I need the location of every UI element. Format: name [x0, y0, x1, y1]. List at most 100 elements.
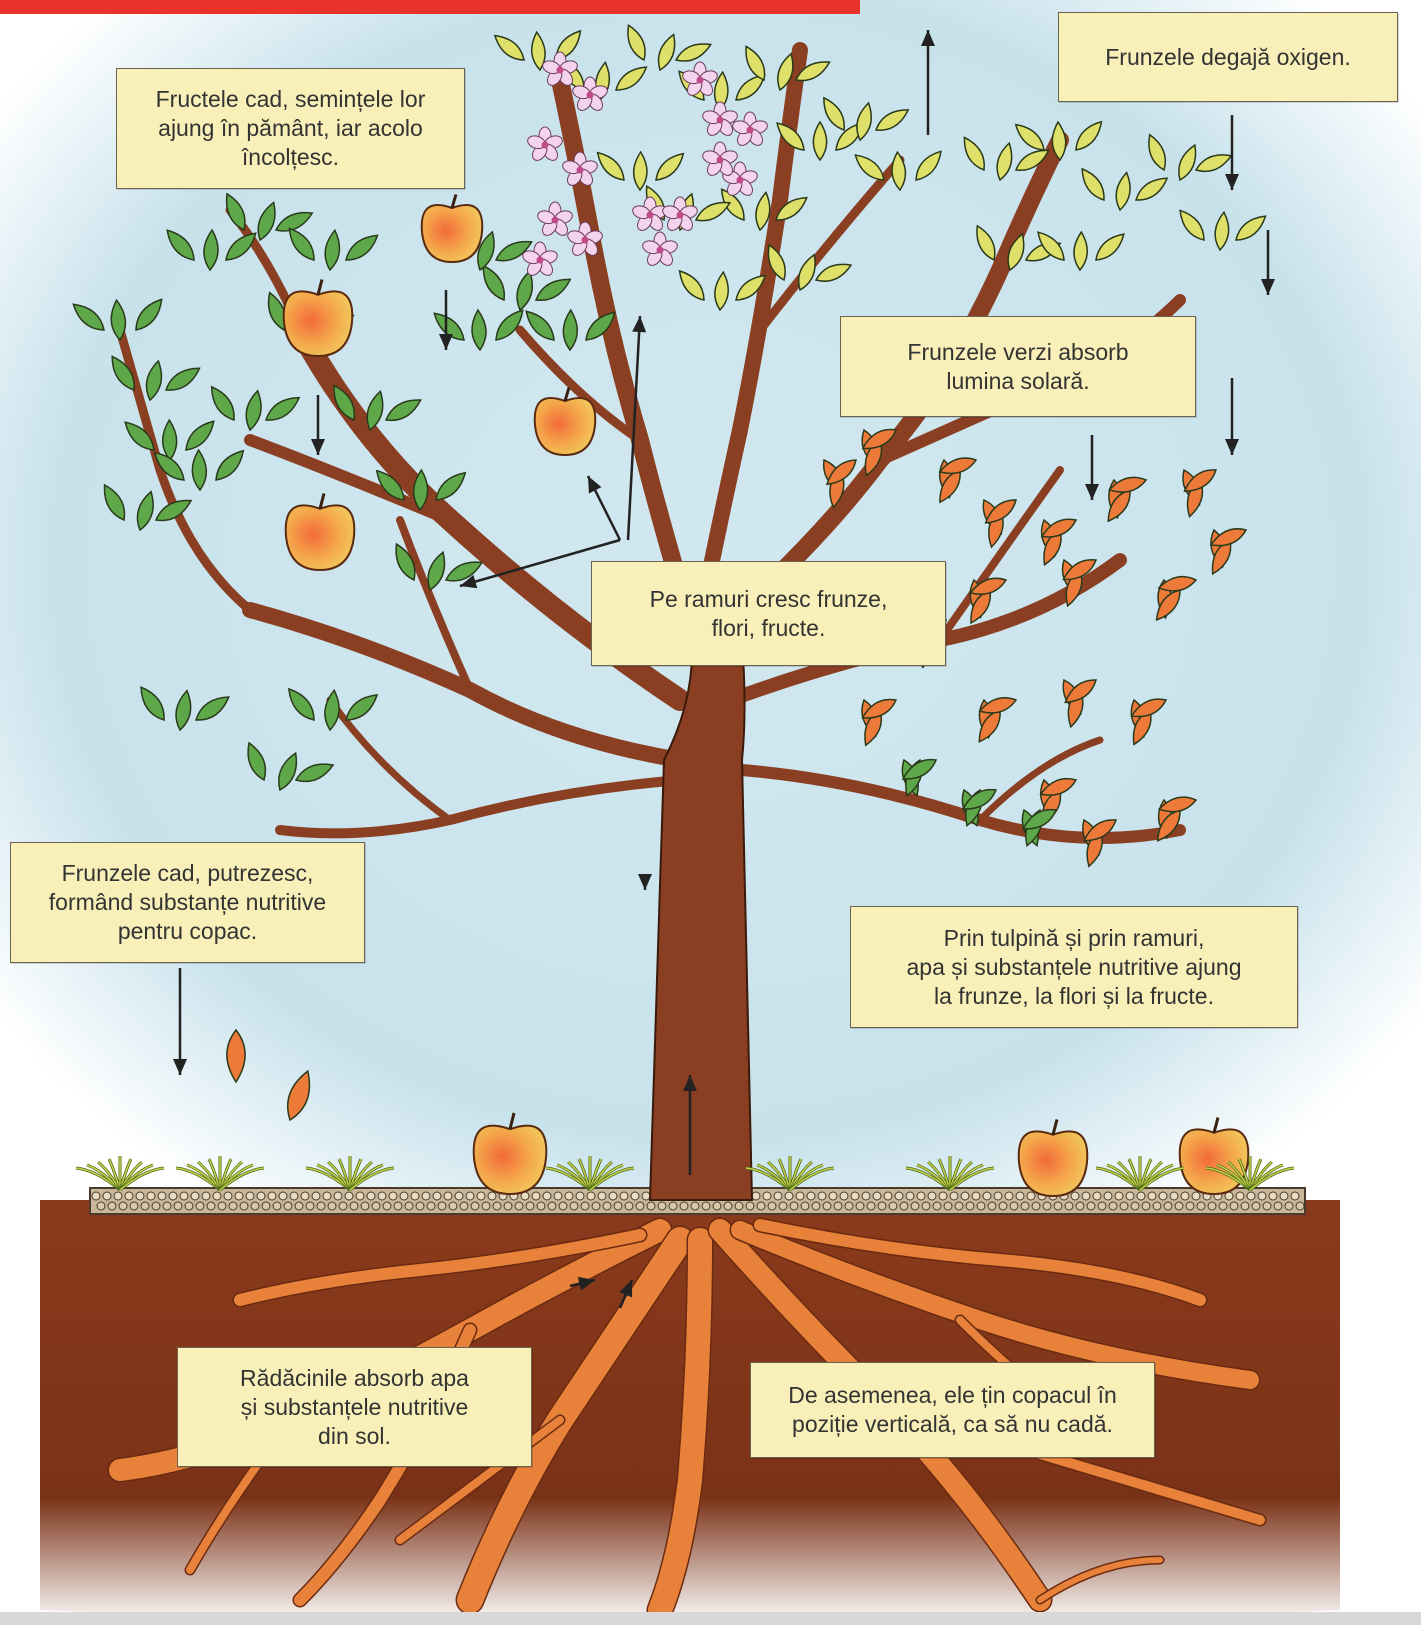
- pebble: [789, 1201, 799, 1211]
- pebble: [1196, 1201, 1206, 1211]
- pebble: [910, 1201, 920, 1211]
- leaf: [286, 1069, 311, 1122]
- pebble: [432, 1191, 442, 1201]
- pebble: [927, 1191, 937, 1201]
- leaf: [861, 428, 898, 450]
- leaf: [191, 448, 208, 492]
- leaf: [225, 232, 257, 261]
- leaf: [333, 384, 356, 422]
- leaf: [136, 490, 154, 532]
- blossom: [567, 221, 603, 256]
- pebble: [102, 1191, 112, 1201]
- leaf: [970, 588, 992, 625]
- leaf: [164, 367, 201, 391]
- leaf: [412, 468, 429, 512]
- pebble: [272, 1201, 282, 1211]
- leaf: [713, 70, 729, 112]
- leaf: [735, 274, 767, 301]
- blossom: [662, 196, 698, 231]
- blossoms: [522, 51, 768, 276]
- pebble: [1235, 1191, 1245, 1201]
- pebble: [212, 1191, 222, 1201]
- pebble: [245, 1191, 255, 1201]
- pebble: [135, 1191, 145, 1201]
- pebble: [256, 1191, 266, 1201]
- pebble: [162, 1201, 172, 1211]
- grass-tuft: [905, 1156, 995, 1192]
- grass-tuft: [175, 1156, 265, 1192]
- arrow: [921, 30, 935, 135]
- leaf: [1183, 469, 1218, 493]
- pebble: [547, 1201, 557, 1211]
- leaf: [274, 211, 314, 232]
- pebble: [987, 1201, 997, 1211]
- leaf: [1073, 230, 1089, 272]
- leaf: [427, 550, 446, 592]
- leaf: [495, 309, 524, 341]
- pebble: [421, 1191, 431, 1201]
- pebble: [250, 1201, 260, 1211]
- leaf: [72, 303, 105, 331]
- pebble: [1004, 1191, 1014, 1201]
- blossom: [572, 76, 608, 111]
- pebble: [597, 1191, 607, 1201]
- pebble: [179, 1191, 189, 1201]
- pebble: [289, 1191, 299, 1201]
- pebble: [619, 1191, 629, 1201]
- pebble: [113, 1191, 123, 1201]
- pebble: [943, 1201, 953, 1211]
- leaf: [194, 696, 230, 721]
- apple: [282, 279, 354, 358]
- arrow: [311, 395, 325, 455]
- leaf: [124, 421, 155, 451]
- pebble: [1042, 1201, 1052, 1211]
- pebble: [575, 1191, 585, 1201]
- leaf: [366, 390, 384, 432]
- arrow: [1085, 435, 1099, 500]
- pebble: [146, 1191, 156, 1201]
- label-branches: Pe ramuri cresc frunze, flori, fructe.: [591, 561, 946, 666]
- leaf: [776, 122, 805, 151]
- leaf: [1209, 528, 1248, 547]
- pebble: [239, 1201, 249, 1211]
- pebble: [1125, 1191, 1135, 1201]
- pebble: [602, 1201, 612, 1211]
- leaf: [1235, 215, 1267, 241]
- arrow: [173, 968, 187, 1075]
- pebble: [811, 1201, 821, 1211]
- blossom: [522, 241, 558, 276]
- pebble: [355, 1191, 365, 1201]
- pebble: [481, 1201, 491, 1211]
- leaf: [294, 763, 335, 783]
- pebble: [399, 1191, 409, 1201]
- blossom: [542, 51, 578, 86]
- pebble: [283, 1201, 293, 1211]
- pebble: [448, 1201, 458, 1211]
- leaf: [1037, 231, 1065, 261]
- leaf: [720, 188, 745, 221]
- pebble: [366, 1191, 376, 1201]
- leaf: [1214, 210, 1230, 252]
- grass-tufts: [75, 1156, 1295, 1192]
- branch: [515, 325, 645, 445]
- pebble: [393, 1201, 403, 1211]
- leaf: [1039, 777, 1078, 796]
- blossom: [562, 151, 598, 186]
- pebble: [1229, 1201, 1239, 1211]
- pebble: [410, 1191, 420, 1201]
- pebble: [553, 1191, 563, 1201]
- leaf: [1211, 538, 1232, 576]
- leaf: [891, 150, 907, 192]
- blossom: [682, 61, 718, 96]
- pebble: [751, 1191, 761, 1201]
- leaf: [534, 278, 572, 302]
- pebble: [1103, 1191, 1113, 1201]
- arrow: [459, 538, 621, 589]
- pebble: [586, 1191, 596, 1201]
- pebble: [745, 1201, 755, 1211]
- leaf: [1007, 232, 1025, 272]
- branch: [936, 466, 1064, 644]
- apple: [472, 1112, 548, 1196]
- branch: [976, 736, 1104, 824]
